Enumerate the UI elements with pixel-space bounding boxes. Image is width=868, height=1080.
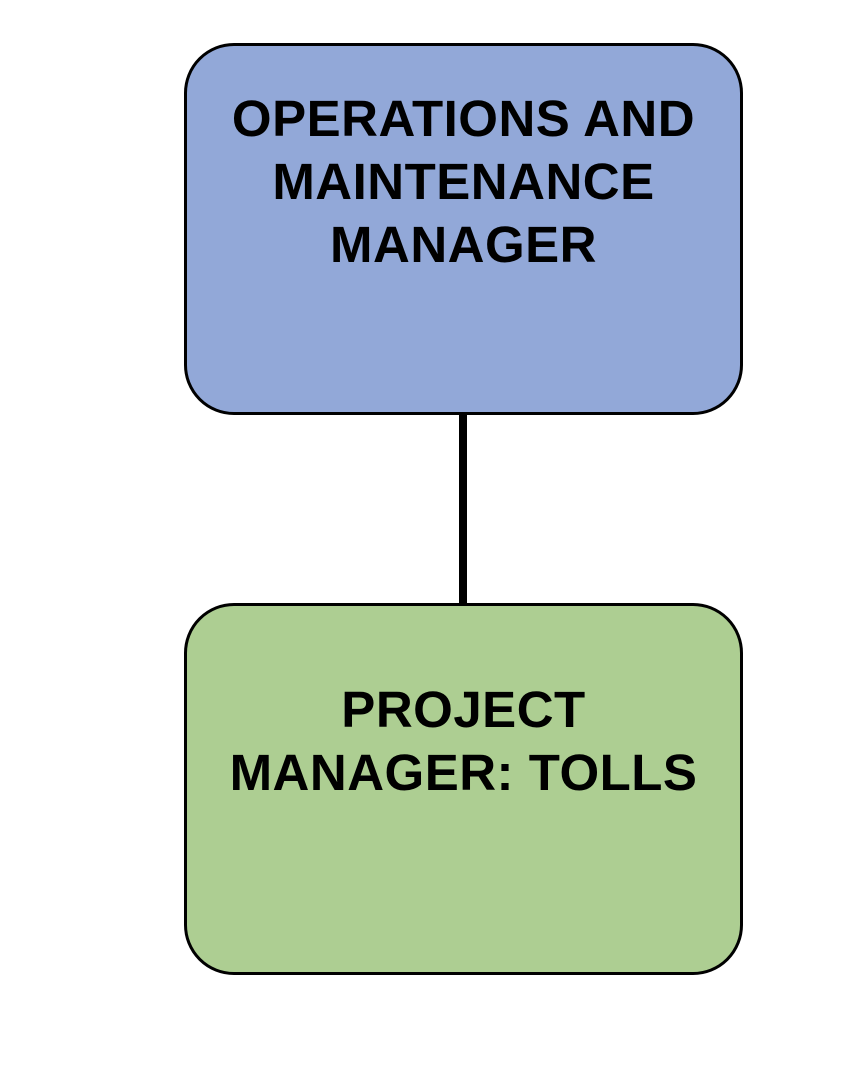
node-label-line: MANAGER <box>330 216 597 273</box>
node-label-line: MANAGER: TOLLS <box>229 744 698 801</box>
connector-line <box>459 413 467 605</box>
node-label-line: OPERATIONS AND <box>231 90 696 147</box>
node-label-line: MAINTENANCE <box>272 153 655 210</box>
org-node-operations-and-maintenance-manager: OPERATIONS AND MAINTENANCE MANAGER <box>184 43 743 415</box>
node-label-line: PROJECT <box>341 681 586 738</box>
org-node-project-manager-tolls: PROJECT MANAGER: TOLLS <box>184 603 743 975</box>
